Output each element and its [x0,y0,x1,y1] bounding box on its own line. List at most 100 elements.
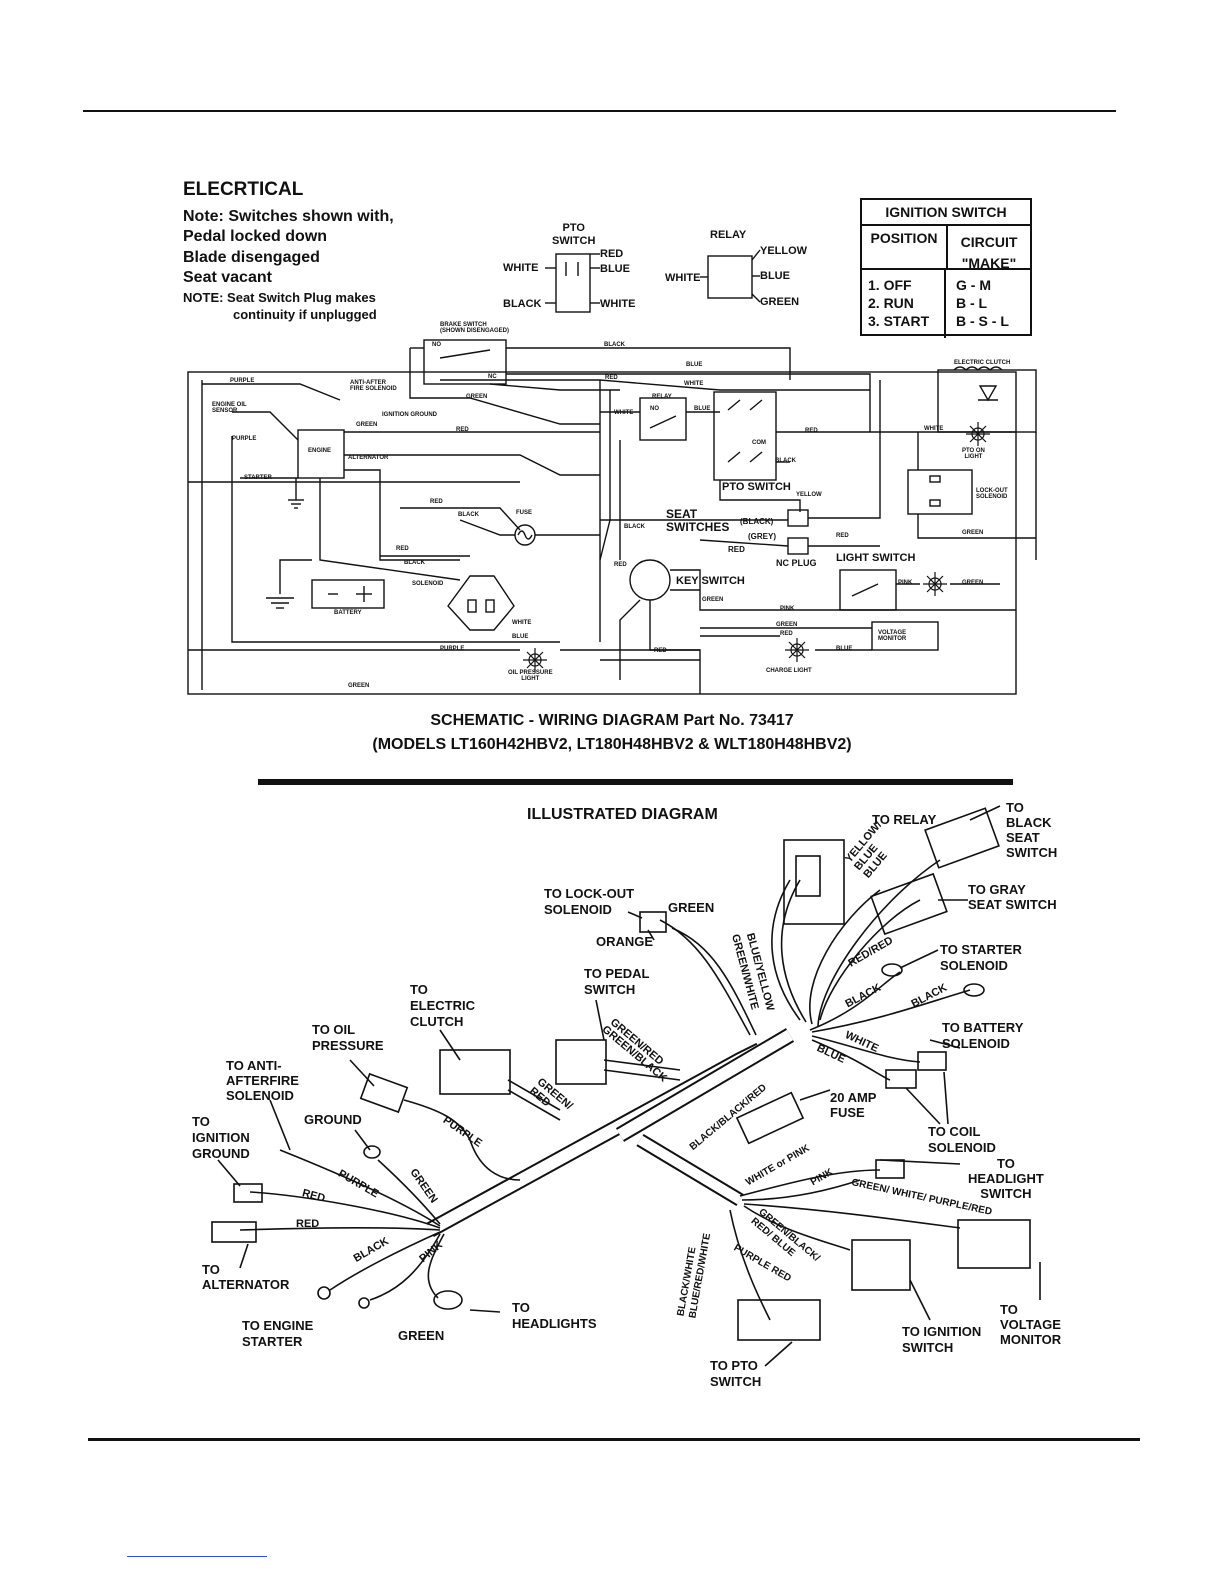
headlight-icon [923,572,947,596]
gray-seat-connector [870,872,948,936]
wire-label: GREEN [702,597,724,603]
wire-label: GREEN [348,683,370,689]
light-switch-label: LIGHT SWITCH [836,552,916,564]
relay-legend-label: WHITE [665,272,701,284]
section-title: ELECRTICAL [183,179,304,200]
pto-switch-box [713,391,777,481]
wire-label: BLACK [458,512,479,518]
table-cell: B - L [956,295,988,311]
callout-orange: ORANGE [596,934,654,949]
table-cell: 1. OFF [868,277,912,293]
electric-clutch [937,369,1037,433]
illustrated-title: ILLUSTRATED DIAGRAM [527,806,718,823]
oil-pressure-light-icon [523,648,547,672]
position-cells: 1. OFF 2. RUN 3. START [862,270,946,338]
relay-legend-title: RELAY [710,229,747,241]
wire-label: (BLACK) [740,517,774,526]
footer-link-line [127,1556,267,1557]
relay-legend-label: YELLOW [760,245,808,257]
wire-label: BLACK [604,342,625,348]
wire-label: BLACK [624,524,645,530]
pto-legend-label: BLUE [600,263,630,275]
wire-label: WHITE [614,410,634,416]
no-label: NO [432,342,441,348]
wire-label: GREEN [466,394,488,400]
pto-legend-label: BLACK [503,298,542,310]
brake-switch-label: BRAKE SWITCH(SHOWN DISENGAGED) [440,322,509,334]
seat-switch-black [787,509,809,527]
note-line: NOTE: Seat Switch Plug makes [183,289,376,305]
wire-label: RED [836,533,849,539]
pto-legend-label: WHITE [503,262,539,274]
pto-on-light-icon [966,422,990,446]
wire-label: WHITE [512,620,532,626]
alternator-label: ALTERNATOR [348,455,389,461]
pto-connector [737,1299,821,1341]
pto-legend-label: WHITE [600,298,636,310]
wire-label: GREEN [356,422,378,428]
black-seat-connector [924,807,1000,869]
light-switch [839,569,897,611]
engine-label: ENGINE [308,448,332,454]
wire-label: WHITE [684,381,704,387]
wire-label: PINK [898,580,913,586]
wire-label: RED [780,631,793,637]
wire-label: BLACK [775,458,796,464]
bottom-rule [88,1438,1140,1441]
charge-light-icon [785,638,809,662]
wire-label: RED [805,428,818,434]
relay-legend-symbol [707,255,753,299]
note-line: Seat vacant [183,269,272,286]
wire-label: BLUE [686,362,703,368]
wire-label: RED [605,375,618,381]
note-line: Note: Switches shown with, [183,207,394,225]
wire-label: RED [296,1218,320,1230]
lockout-connector [639,911,667,933]
col-position: POSITION [862,226,948,268]
wire-label: BLACK [404,560,425,566]
wire-label: PURPLE [232,436,257,442]
note-line: continuity if unplugged [233,306,377,322]
relay-connector [783,839,845,925]
starter-solenoid [447,575,515,631]
wire-label: BLUE [836,646,853,652]
wire-label: RED [654,648,667,654]
ignition-switch-table: IGNITION SWITCH POSITION CIRCUIT "MAKE" … [860,198,1032,338]
wire-label: RED [728,545,745,554]
nc-label: NC [488,374,497,380]
engine-block [297,429,345,479]
table-cell: 3. START [868,313,930,329]
electric-clutch-label: ELECTRIC CLUTCH [954,360,1011,366]
pto-legend-label: RED [600,248,624,260]
wire-label: PURPLE [230,378,255,384]
battery-label: BATTERY [334,610,362,616]
callout-green: GREEN [668,900,715,915]
wire-label: PURPLE [440,646,465,652]
wire-label: RED [430,499,443,505]
nc-plug-label: NC PLUG [776,558,817,568]
no-label: NO [650,406,659,412]
wire-label: WHITE [924,426,944,432]
relay-legend-label: BLUE [760,270,790,282]
top-rule [83,110,1116,112]
headlight-connector [433,1290,463,1310]
table-cell: 2. RUN [868,295,914,311]
